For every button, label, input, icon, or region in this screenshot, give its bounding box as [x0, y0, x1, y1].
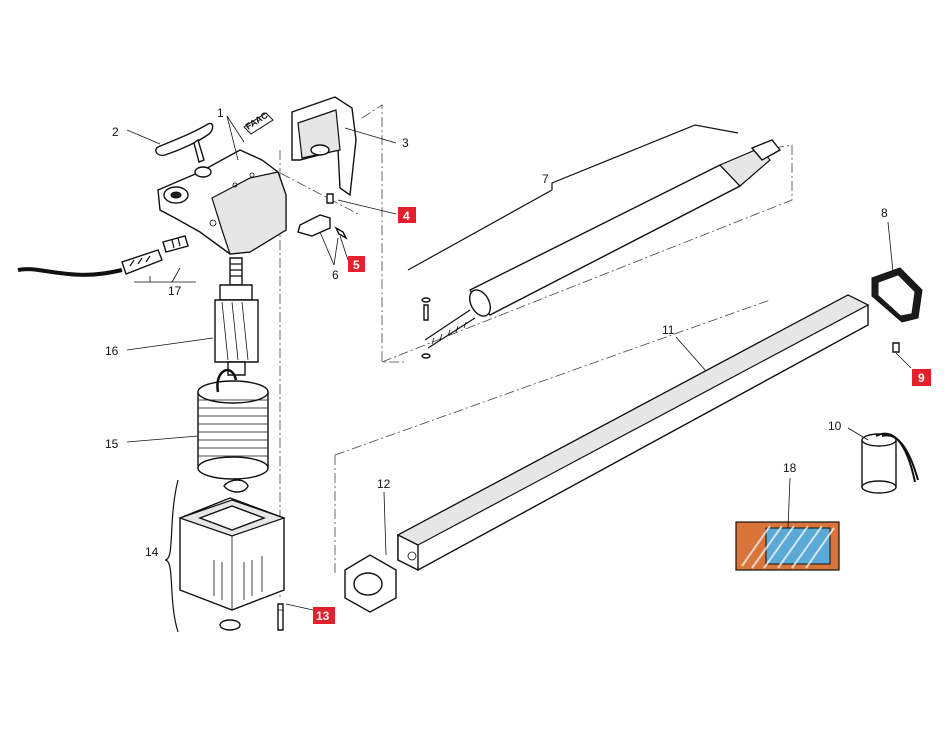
washer [223, 479, 249, 493]
small-screws [326, 193, 348, 240]
svg-text:5: 5 [353, 258, 360, 272]
faac-label-plate: FAAC [243, 110, 274, 135]
label-10: 10 [828, 419, 842, 433]
label-18: 18 [783, 461, 797, 475]
part-7-bracket-line [407, 124, 739, 271]
part-labels: 1 2 3 6 7 8 10 11 12 14 15 16 17 18 [105, 106, 888, 559]
label-1: 1 [217, 106, 224, 120]
part-9-screw [892, 342, 900, 353]
part-18-pad [735, 521, 840, 571]
label-14: 14 [145, 545, 159, 559]
part-12-collar [344, 554, 397, 613]
svg-text:9: 9 [918, 371, 925, 385]
part-14-housing [178, 497, 286, 631]
part-8-end-cap [871, 267, 923, 323]
svg-text:13: 13 [316, 609, 330, 623]
badge-4: 4 [398, 207, 416, 223]
label-12: 12 [377, 477, 391, 491]
part-7-piston [421, 139, 782, 359]
badge-13: 13 [313, 607, 335, 624]
part-13-bolt [277, 603, 284, 631]
part-1-motor-head [157, 149, 287, 255]
badge-5: 5 [348, 256, 365, 272]
label-2: 2 [112, 125, 119, 139]
label-7: 7 [542, 172, 549, 186]
part-16-rotor [214, 257, 259, 376]
part-10-capacitor [861, 432, 919, 494]
part-11-outer-tube [396, 294, 870, 572]
badge-9: 9 [912, 369, 931, 386]
part-3-cover [291, 96, 357, 197]
label-15: 15 [105, 437, 119, 451]
label-16: 16 [105, 344, 119, 358]
highlighted-labels: 4 5 9 13 [313, 207, 931, 624]
part-2-handle [155, 122, 214, 163]
part-6-bracket [297, 214, 331, 237]
leader-lines [126, 115, 912, 633]
svg-text:4: 4 [403, 209, 410, 223]
part-15-stator [197, 368, 269, 480]
label-8: 8 [881, 206, 888, 220]
part-17-cable-gland [17, 235, 189, 277]
label-3: 3 [402, 136, 409, 150]
label-11: 11 [662, 323, 675, 337]
label-6: 6 [332, 268, 339, 282]
label-17: 17 [168, 284, 182, 298]
